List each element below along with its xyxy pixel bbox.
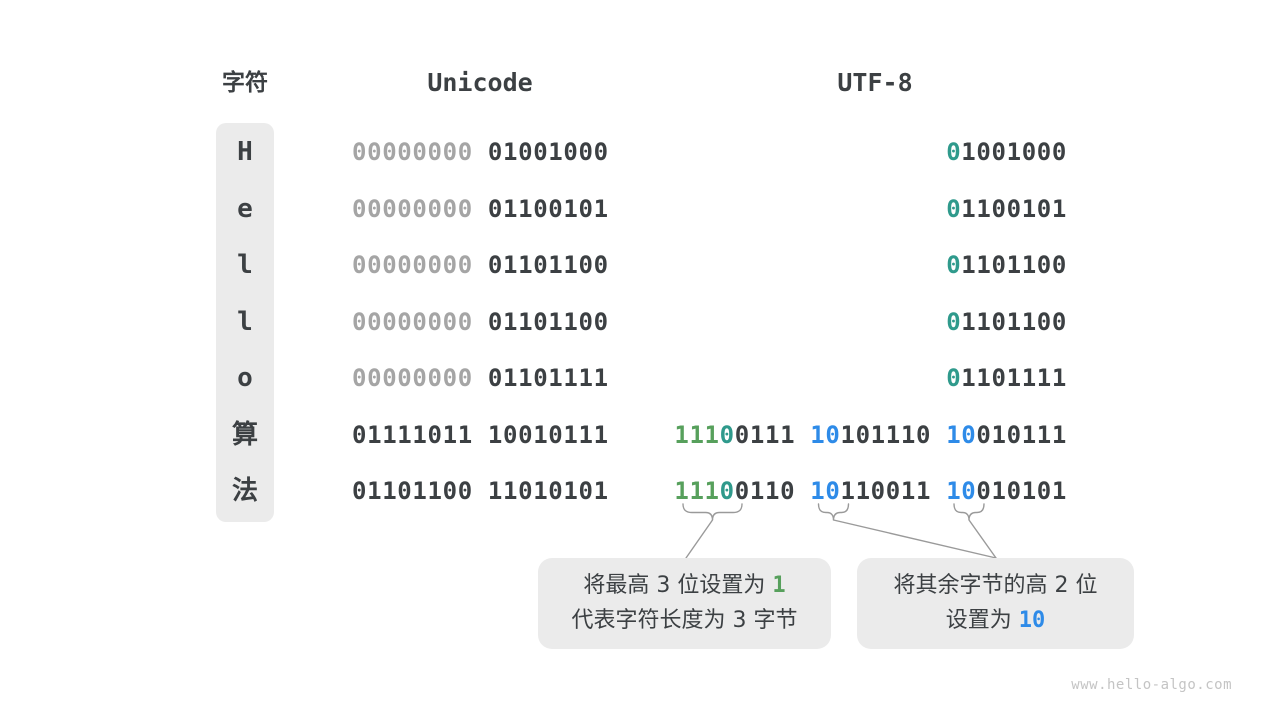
callout-line: 代表字符长度为 3 字节: [571, 608, 798, 633]
char-cell: 法: [231, 476, 258, 506]
table-row: e 00000000 01100101 01100101: [0, 181, 1280, 237]
utf8-continuation-prefix: 10: [810, 477, 841, 505]
utf8-bits: 1101100: [961, 307, 1067, 336]
column-header-utf8: UTF-8: [837, 68, 913, 97]
utf8-prefix-bit: 0: [946, 138, 962, 166]
unicode-leading-zeros: 00000000: [352, 364, 488, 392]
utf8-bits: 0111: [734, 420, 811, 449]
unicode-cell: 00000000 01101100: [352, 237, 609, 293]
callout-accent-bit: 1: [772, 573, 786, 598]
connector-line-left: [685, 519, 714, 559]
char-cell: l: [237, 250, 253, 280]
callout-line: 将最高 3 位设置为 1: [538, 568, 831, 603]
utf8-continuation-prefix: 10: [810, 420, 841, 449]
utf8-bits: 010111: [976, 420, 1067, 449]
connector-line-mid: [832, 519, 997, 559]
table-row: l 00000000 01101100 01101100: [0, 237, 1280, 293]
utf8-prefix-terminator-bit: 0: [719, 477, 735, 505]
utf8-cell: 01101111: [946, 350, 1067, 406]
table-row: l 00000000 01101100 01101100: [0, 294, 1280, 350]
char-cell: 算: [231, 419, 258, 450]
unicode-cell: 00000000 01101111: [352, 350, 609, 406]
utf8-prefix-bit: 0: [946, 364, 962, 392]
utf8-cell: 11100110 10110011 10010101: [674, 463, 1067, 519]
unicode-bits: 01101100 11010101: [352, 477, 609, 505]
connector-line-right: [968, 519, 997, 559]
unicode-leading-zeros: 00000000: [352, 251, 488, 279]
callout-continuation-prefix: 将其余字节的高 2 位 设置为 10: [857, 558, 1134, 649]
unicode-leading-zeros: 00000000: [352, 194, 488, 223]
utf8-bits: 101110: [840, 420, 947, 449]
unicode-bits: 01101111: [487, 364, 609, 392]
column-header-unicode: Unicode: [427, 68, 533, 97]
unicode-bits: 01101100: [487, 307, 609, 336]
utf8-cell: 01101100: [946, 237, 1067, 293]
utf8-bits: 1100101: [961, 194, 1067, 223]
column-header-char: 字符: [222, 70, 268, 96]
utf8-bits: 1101100: [961, 251, 1067, 279]
unicode-bits: 01001000: [487, 138, 609, 166]
utf8-length-prefix-bits: 111: [674, 420, 720, 449]
unicode-cell: 00000000 01001000: [352, 124, 609, 180]
utf8-prefix-bit: 0: [946, 251, 962, 279]
table-row: 算 01111011 10010111 11100111 10101110 10…: [0, 407, 1280, 463]
character-column-panel: [216, 123, 274, 522]
utf8-continuation-prefix: 10: [946, 477, 977, 505]
utf8-bits: 1101111: [961, 364, 1067, 392]
utf8-cell: 01101100: [946, 294, 1067, 350]
watermark: www.hello-algo.com: [1071, 677, 1232, 693]
utf8-prefix-terminator-bit: 0: [719, 420, 735, 449]
unicode-bits: 01100101: [487, 194, 609, 223]
callout-text: 设置为: [945, 608, 1019, 633]
utf8-cell: 01100101: [946, 181, 1067, 237]
table-row: H 00000000 01001000 01001000: [0, 124, 1280, 180]
callout-line: 设置为 10: [857, 603, 1134, 638]
unicode-cell: 01101100 11010101: [352, 463, 609, 519]
utf8-prefix-bit: 0: [946, 194, 962, 223]
unicode-leading-zeros: 00000000: [352, 307, 488, 336]
utf8-continuation-prefix: 10: [946, 420, 977, 449]
utf8-prefix-bit: 0: [946, 307, 962, 336]
callout-line: 将其余字节的高 2 位: [893, 573, 1098, 598]
unicode-cell: 00000000 01101100: [352, 294, 609, 350]
table-row: 法 01101100 11010101 11100110 10110011 10…: [0, 463, 1280, 519]
utf8-bits: 1001000: [961, 138, 1067, 166]
utf8-bits: 0110: [734, 477, 811, 505]
unicode-bits: 01101100: [487, 251, 609, 279]
utf8-cell: 01001000: [946, 124, 1067, 180]
callout-length-prefix: 将最高 3 位设置为 1 代表字符长度为 3 字节: [538, 558, 831, 649]
utf8-bits: 110011: [840, 477, 947, 505]
unicode-cell: 00000000 01100101: [352, 181, 609, 237]
callout-accent-bits: 10: [1018, 608, 1046, 633]
utf8-cell: 11100111 10101110 10010111: [674, 407, 1067, 463]
char-cell: e: [237, 193, 253, 224]
callout-text: 将最高 3 位设置为: [583, 573, 773, 598]
unicode-bits: 01111011 10010111: [352, 420, 609, 449]
char-cell: H: [237, 137, 253, 167]
utf8-bits: 010101: [976, 477, 1067, 505]
utf8-length-prefix-bits: 111: [674, 477, 720, 505]
char-cell: o: [237, 363, 253, 393]
table-row: o 00000000 01101111 01101111: [0, 350, 1280, 406]
unicode-leading-zeros: 00000000: [352, 138, 488, 166]
char-cell: l: [237, 306, 253, 337]
unicode-cell: 01111011 10010111: [352, 407, 609, 463]
